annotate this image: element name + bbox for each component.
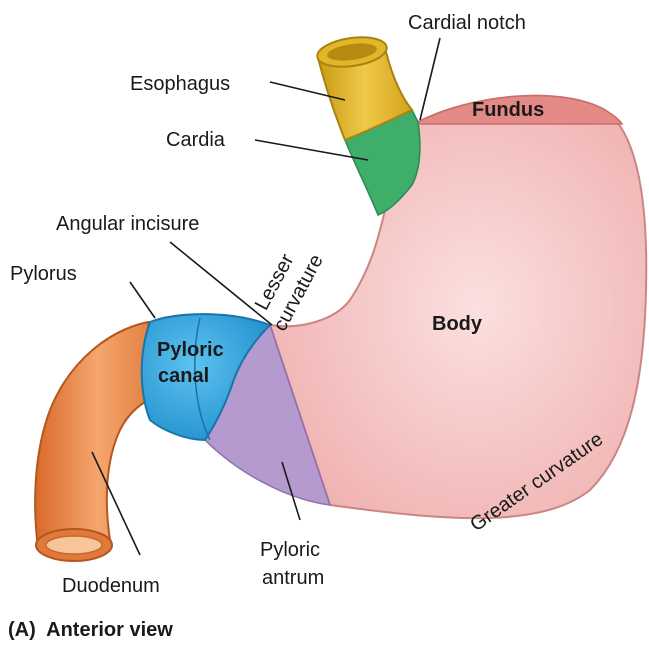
duodenum-region xyxy=(35,322,160,548)
label-fundus: Fundus xyxy=(472,99,544,121)
label-angular-incisure: Angular incisure xyxy=(56,213,199,235)
label-cardial-notch: Cardial notch xyxy=(408,12,526,34)
label-esophagus: Esophagus xyxy=(130,73,230,95)
leader-pylorus xyxy=(130,282,155,318)
leader-cardial-notch xyxy=(420,38,440,120)
label-pyloric-antrum-line1: Pyloric xyxy=(260,539,320,561)
label-pyloric-antrum-line2: antrum xyxy=(262,567,324,589)
figure-caption: (A) Anterior view xyxy=(8,619,173,641)
leader-angular-incisure xyxy=(170,242,272,325)
label-pylorus: Pylorus xyxy=(10,263,77,285)
label-pyloric-canal-line2: canal xyxy=(158,365,209,387)
label-duodenum: Duodenum xyxy=(62,575,160,597)
label-pyloric-canal-line1: Pyloric xyxy=(157,339,224,361)
label-body: Body xyxy=(432,313,483,335)
label-cardia: Cardia xyxy=(166,129,226,151)
